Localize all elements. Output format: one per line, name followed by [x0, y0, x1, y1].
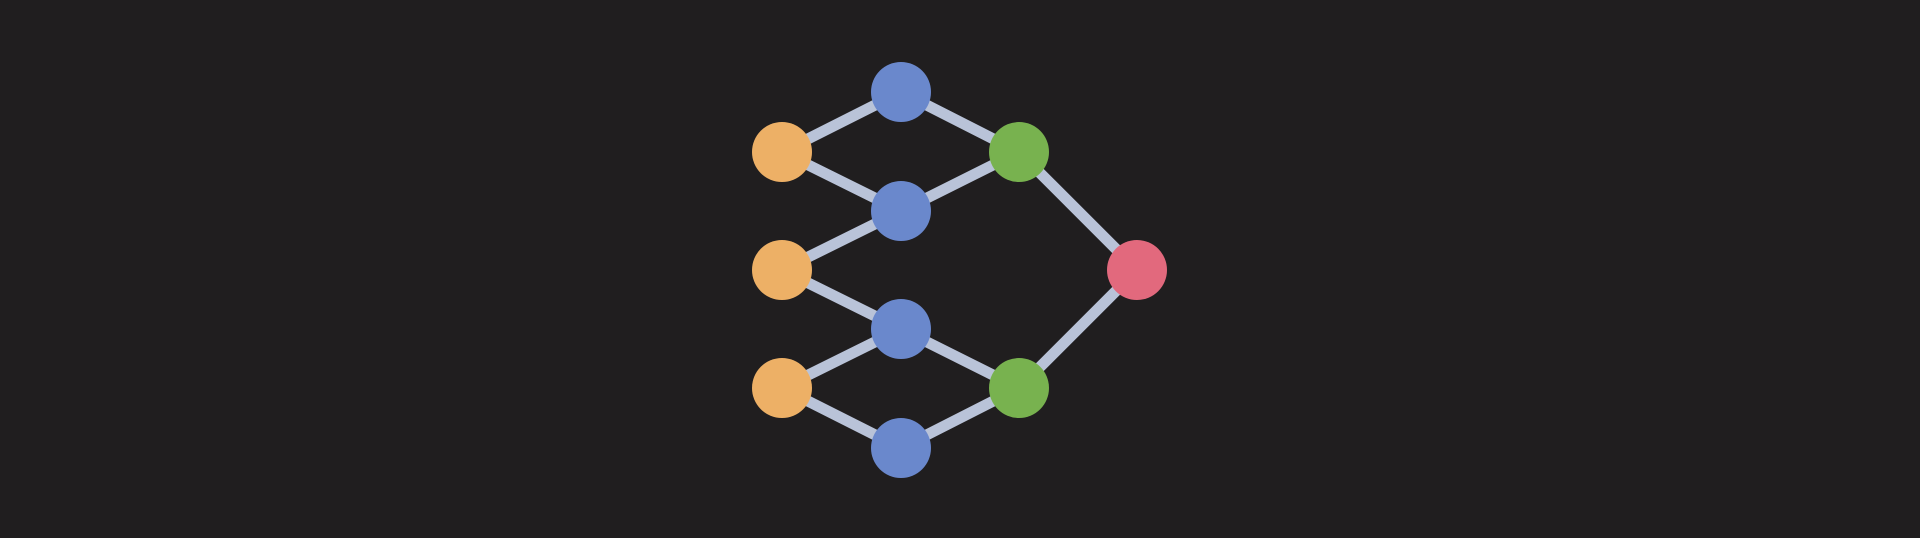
node-in-1 [752, 122, 812, 182]
node-hid-2 [871, 181, 931, 241]
node-in-2 [752, 240, 812, 300]
node-hid-1 [871, 62, 931, 122]
node-agg-1 [989, 122, 1049, 182]
node-out-1 [1107, 240, 1167, 300]
node-hid-3 [871, 299, 931, 359]
node-hid-4 [871, 418, 931, 478]
node-agg-2 [989, 358, 1049, 418]
node-in-3 [752, 358, 812, 418]
node-layer [752, 62, 1167, 478]
